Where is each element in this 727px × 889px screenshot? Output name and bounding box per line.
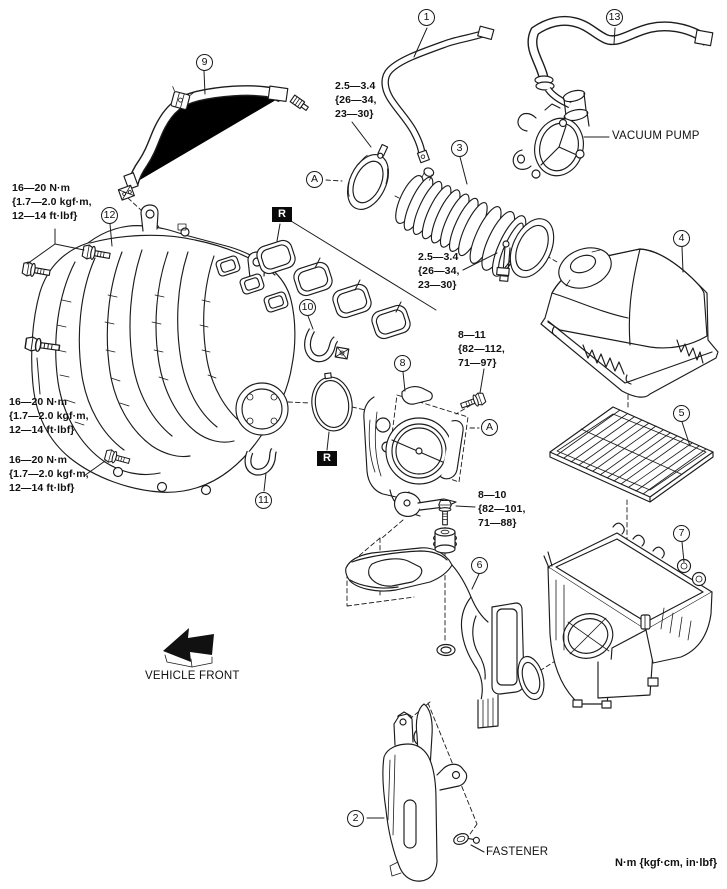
vehicle-front-arrow [163,628,214,668]
throttle-mount-flange [235,382,289,436]
hose-fitting [289,94,309,111]
vacuum-hose-1 [381,25,495,164]
callout-9: 9 [196,54,213,71]
callout-5: 5 [673,405,690,422]
bracket-2 [382,703,468,882]
callout-10: 10 [299,299,316,316]
units-note: N·m {kgf·cm, in·lbf} [615,857,718,869]
air-cleaner-case-7 [543,522,713,709]
case-clip [632,534,645,547]
duct-port-nub [423,167,435,177]
reuse-marker-r-2: R [317,451,337,466]
intake-manifold [31,204,296,496]
hose-clamp [170,86,195,110]
mounting-bolts [21,243,487,845]
callout-13: 13 [606,9,623,26]
case-clip [652,546,665,559]
duct-grommet-hole [436,643,456,657]
hose-11 [244,448,278,476]
callout-8: 8 [394,355,411,372]
leader-lines [26,27,691,853]
vacuum-pump-label: VACUUM PUMP [612,130,700,142]
rubber-grommet [432,527,458,554]
torque-spec-manifold-upper: 16—20 N·m{1.7—2.0 kgf·m,12—14 ft·lbf} [12,182,92,222]
air-intake-duct-3 [395,167,527,277]
callout-11: 11 [255,492,272,509]
callout-12: 12 [101,207,118,224]
torque-spec-clamp-left: 2.5—3.4{26—34,23—30} [335,80,377,120]
air-cleaner-cover-4 [540,247,719,398]
callout-7: 7 [673,525,690,542]
callout-6: 6 [471,557,488,574]
torque-spec-manifold-middle: 16—20 N·m{1.7—2.0 kgf·m,12—14 ft·lbf} [9,396,89,436]
fresh-air-duct-6 [345,547,545,746]
fastener-label: FASTENER [486,846,549,858]
torque-spec-manifold-lower: 16—20 N·m{1.7—2.0 kgf·m,12—14 ft·lbf} [9,454,89,494]
torque-spec-duct-bolt: 8—10{82—101,71—88} [478,489,526,529]
cover-vents [582,344,625,375]
case-vents [660,607,692,641]
callout-3: 3 [451,140,468,157]
vacuum-hose-13 [527,15,714,91]
ventilation-hose-9 [117,85,309,201]
hose-clip [334,346,350,360]
hose-clamp-a-right [496,218,555,282]
hose-10 [304,328,350,363]
throttle-body-8 [363,386,464,517]
manifold-gaskets [256,239,411,340]
cover-vents [676,339,704,364]
cover-inlet-snout [558,247,612,289]
vehicle-front-label: VEHICLE FRONT [145,670,240,682]
bolt-icon [438,499,452,526]
reuse-marker-r-1: R [272,207,292,222]
hose-end-clamp [117,184,135,201]
throttle-sensor [393,491,422,517]
throttle-o-ring [311,372,353,432]
push-fastener [453,833,480,845]
case-clip [612,522,625,535]
air-filter-element-5 [549,406,714,503]
vacuum-pump [512,86,590,179]
hose-clamp-a-left [347,143,389,210]
fit-marker-a-1: A [306,171,323,188]
manifold-rib-ticks [56,294,217,426]
fit-marker-a-2: A [481,419,498,436]
bolt-icon [458,391,487,413]
callout-4: 4 [673,230,690,247]
torque-spec-clamp-right: 2.5—3.4{26—34,23—30} [418,251,460,291]
torque-spec-throttle-bolt: 8—11{82—112,71—97} [458,329,505,369]
duct-outlet [517,655,545,701]
callout-1: 1 [418,9,435,26]
callout-2: 2 [347,810,364,827]
